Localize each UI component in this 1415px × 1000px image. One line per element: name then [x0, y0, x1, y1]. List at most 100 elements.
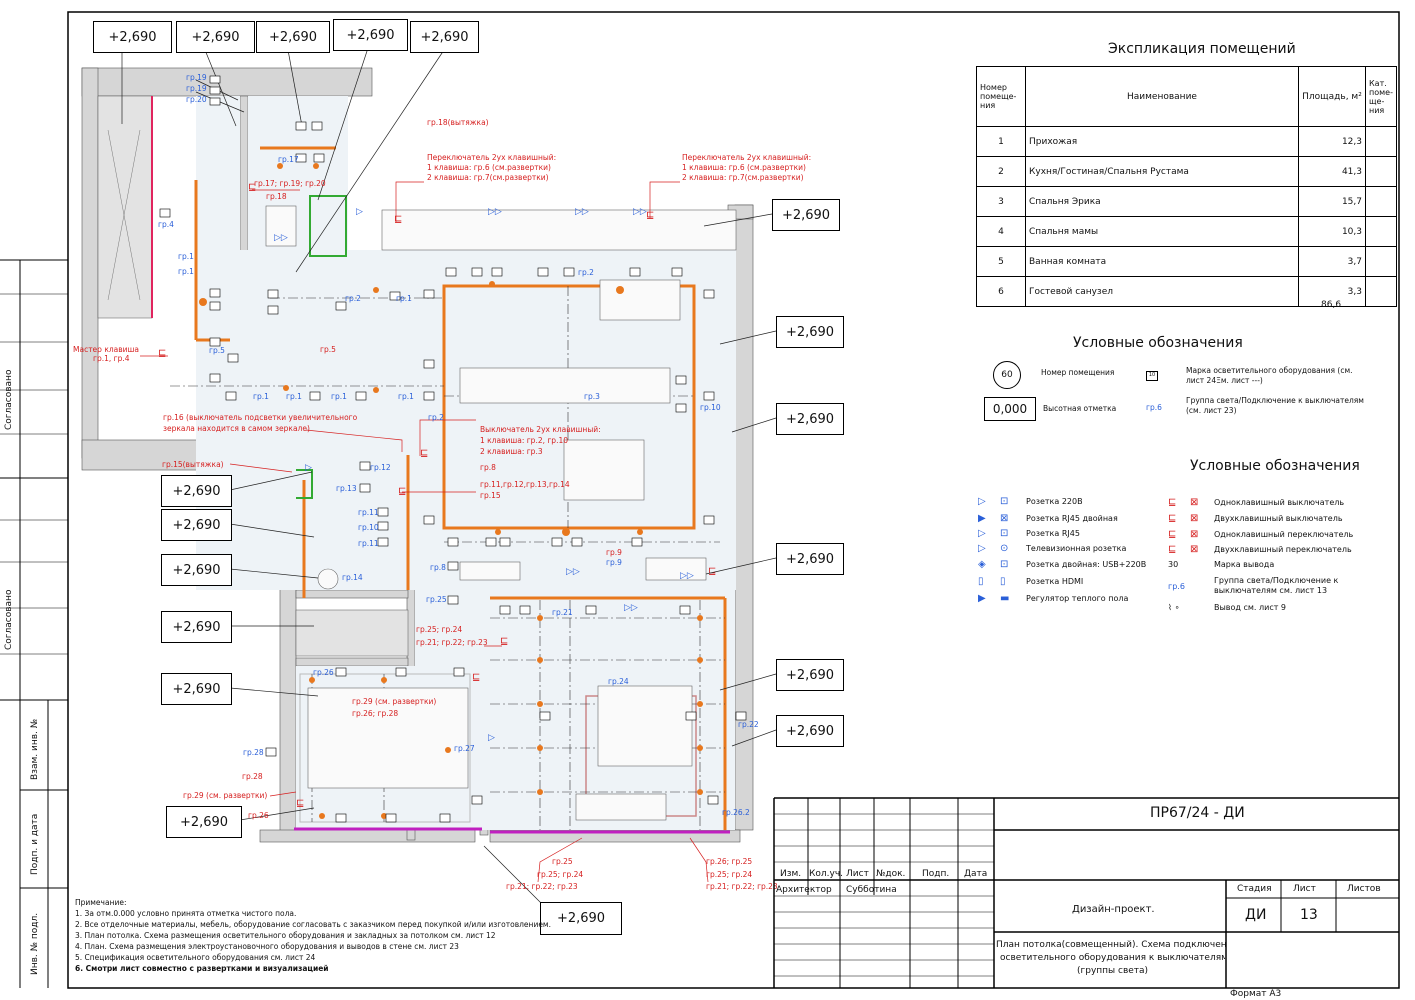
legend-item: ▶▬Регулятор теплого пола	[978, 593, 1129, 604]
row-cat	[1365, 246, 1397, 277]
row-name: Спальня Эрика	[1025, 186, 1299, 217]
row-area: 3,7	[1298, 246, 1366, 277]
header-cat: Кат. поме- ще- ния	[1365, 66, 1397, 127]
switch-1key-icon: ⊑	[1168, 497, 1177, 508]
svg-text:⊑: ⊑	[420, 448, 428, 459]
toggle-2key-icon: ⊑	[1168, 544, 1177, 555]
svg-text:▷▷: ▷▷	[633, 207, 647, 217]
legend-item: ▶⊠Розетка RJ45 двойная	[978, 513, 1118, 524]
explication-total: 86,6	[1321, 300, 1342, 310]
row-area: 12,3	[1298, 126, 1366, 157]
stamp-sheets-header: Листов	[1347, 884, 1381, 894]
switch-2key-icon: ⊠	[1190, 513, 1199, 524]
wardrobe	[97, 95, 153, 319]
svg-text:⊑: ⊑	[472, 672, 480, 683]
svg-text:⊑: ⊑	[398, 486, 406, 497]
height-mark-12: +2,690	[161, 475, 232, 507]
height-mark-17: +2,690	[166, 806, 242, 838]
usb-socket-icon: ◈	[978, 559, 986, 570]
svg-text:⊑: ⊑	[248, 182, 256, 193]
legend2-title: Условные обозначения	[1190, 458, 1360, 474]
svg-text:▷▷: ▷▷	[624, 603, 638, 613]
floor-heat-icon: ▬	[1000, 593, 1010, 604]
height-mark-7: +2,690	[776, 316, 844, 348]
rj45-double-icon: ▶	[978, 513, 986, 524]
legend-item: ▷⊡Розетка RJ45	[978, 528, 1080, 539]
toggle-1key-icon: ⊠	[1190, 529, 1199, 540]
stamp-stage-header: Стадия	[1237, 884, 1272, 894]
row-cat	[1365, 126, 1397, 157]
svg-text:▷▷: ▷▷	[488, 207, 502, 217]
socket-icon: ⊡	[1000, 496, 1009, 507]
rj45-double-icon: ⊠	[1000, 513, 1009, 524]
legend-item: ▷⊡Розетка 220В	[978, 496, 1083, 507]
svg-text:▷: ▷	[305, 463, 312, 473]
socket-icon: ▷	[978, 496, 986, 507]
stamp-col-doc: №док.	[876, 869, 906, 879]
svg-text:▷▷: ▷▷	[575, 207, 589, 217]
group-sample-2: гр.6	[1168, 581, 1185, 591]
wardrobe-hangers	[107, 129, 141, 301]
svg-text:⊑: ⊑	[708, 566, 716, 577]
legend-item: ◈⊡Розетка двойная: USB+220В	[978, 559, 1147, 570]
output-icon: ⌇ ∘	[1168, 603, 1180, 612]
row-cat	[1365, 156, 1397, 187]
row-num: 2	[976, 156, 1026, 187]
stamp-col-list: Лист	[846, 869, 869, 879]
hdmi-icon: ▯	[978, 576, 984, 587]
row-num: 1	[976, 126, 1026, 157]
group-label-desc: Группа света/Подключение к выключателям …	[1186, 396, 1364, 415]
row-name: Кухня/Гостиная/Спальня Рустама	[1025, 156, 1299, 187]
stamp-format: Формат А3	[1230, 989, 1282, 999]
height-mark-8: +2,690	[776, 403, 844, 435]
stamp-col-sign: Подп.	[922, 869, 950, 879]
row-num: 3	[976, 186, 1026, 217]
room-number-label: Номер помещения	[1041, 368, 1115, 377]
note-item: 5. Спецификация осветительного оборудова…	[75, 953, 316, 962]
row-num: 6	[976, 276, 1026, 307]
note-item: 3. План потолка. Схема размещения освети…	[75, 931, 496, 940]
floor-heat-icon: ▶	[978, 593, 986, 604]
height-mark-15: +2,690	[161, 611, 232, 643]
explication-table: Номер помеще- ния Наименование Площадь, …	[976, 66, 1397, 307]
row-num: 5	[976, 246, 1026, 277]
stamp-sheet-header: Лист	[1293, 884, 1316, 894]
toggle-1key-icon: ⊑	[1168, 529, 1177, 540]
toggle-2key-icon: ⊠	[1190, 544, 1199, 555]
legend-item: ▷⊙Телевизионная розетка	[978, 543, 1127, 554]
height-mark-1: +2,690	[93, 21, 172, 53]
tv-socket-icon: ▷	[978, 543, 986, 554]
tv-socket-icon: ⊙	[1000, 543, 1009, 554]
note-item: 4. План. Схема размещения электроустанов…	[75, 942, 459, 951]
rj45-icon: ⊡	[1000, 528, 1009, 539]
output-num: 30	[1168, 560, 1179, 569]
legend-item: ⊑⊠Двухклавишный переключатель	[1168, 544, 1352, 555]
legend1-title: Условные обозначения	[1073, 335, 1243, 351]
stamp-person: Субботина	[846, 885, 897, 895]
stamp-role: Архитектор	[776, 885, 832, 895]
height-mark-3: +2,690	[256, 21, 330, 53]
row-name: Гостевой санузел	[1025, 276, 1299, 307]
height-mark-13: +2,690	[161, 509, 232, 541]
height-mark-4: +2,690	[333, 19, 408, 51]
height-mark-6: +2,690	[772, 199, 840, 231]
stamp-stage: ДИ	[1245, 907, 1267, 923]
height-mark-16: +2,690	[161, 673, 232, 705]
svg-text:⊑: ⊑	[158, 348, 166, 359]
explication-title: Экспликация помещений	[1108, 41, 1296, 57]
svg-text:▷▷: ▷▷	[680, 571, 694, 581]
height-mark-sample: 0,000	[984, 397, 1036, 421]
row-cat	[1365, 276, 1397, 307]
svg-text:▷▷: ▷▷	[566, 567, 580, 577]
rj45-icon: ▷	[978, 528, 986, 539]
stamp-col-date: Дата	[964, 869, 988, 879]
stamp-sheet: 13	[1300, 907, 1318, 923]
svg-text:⊑: ⊑	[394, 214, 402, 225]
note-item: 6. Смотри лист совместно с развертками и…	[75, 964, 329, 973]
